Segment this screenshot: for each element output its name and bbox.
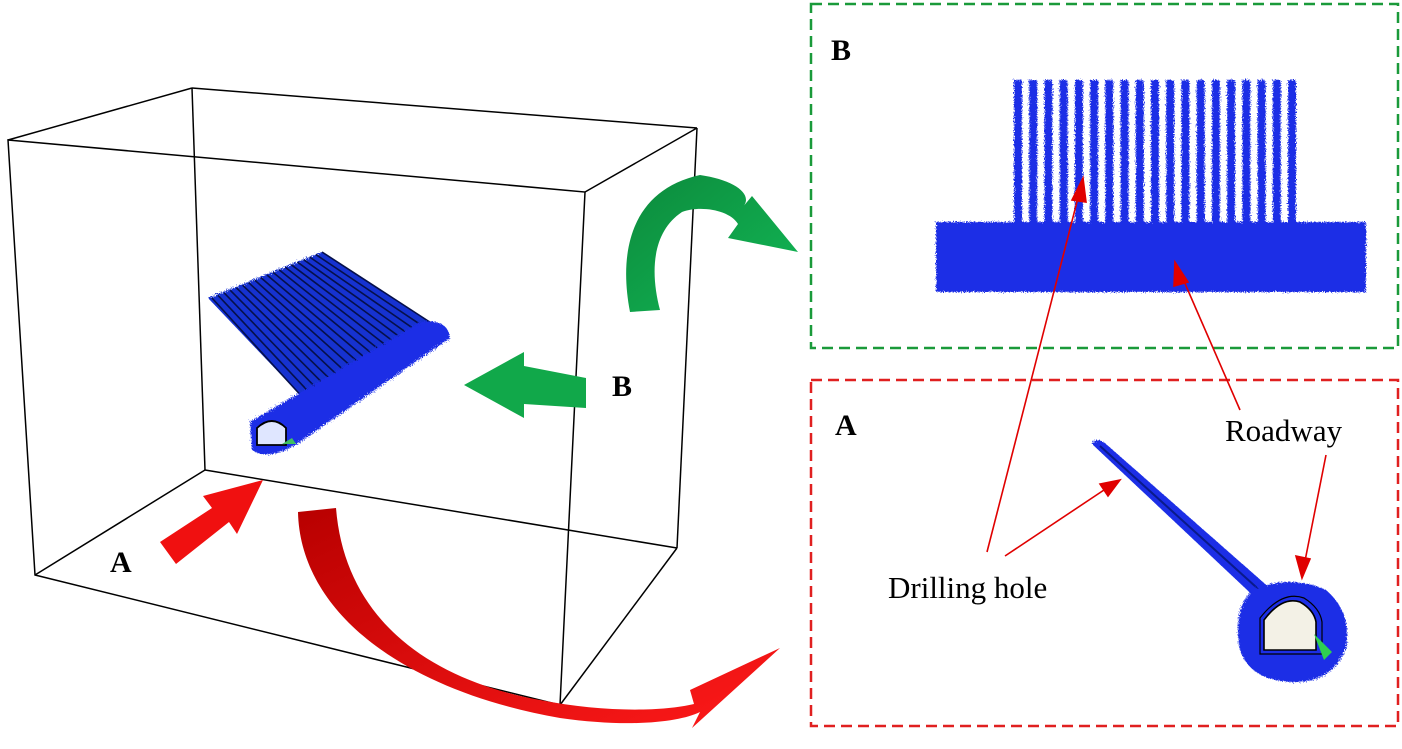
drill-line-3d: [235, 287, 336, 385]
leader-arrowhead: [1294, 554, 1312, 581]
curved-arrow-to-panel-a: [298, 508, 780, 728]
stress-spot: [282, 438, 296, 444]
roadway-side-view: [936, 222, 1366, 292]
drill-hole-side: [1166, 80, 1175, 228]
leader-lines: [986, 175, 1327, 581]
leader-drilling-hole-b: [986, 189, 1081, 553]
drill-hole-side: [1120, 80, 1129, 228]
drill-hole-side: [1211, 80, 1220, 228]
drill-line-3d: [278, 269, 390, 358]
box-edge: [204, 469, 678, 549]
roadway-label: Roadway: [1225, 413, 1343, 448]
drill-line-3d: [242, 284, 344, 382]
drill-hole-side: [1196, 80, 1205, 228]
drill-hole-side: [1029, 80, 1038, 228]
stress-concentration: [1314, 634, 1332, 660]
drill-hole-side: [1014, 80, 1022, 228]
roadway-3d: [250, 321, 450, 455]
drill-hole-side: [1272, 80, 1281, 228]
drill-line-3d: [290, 264, 405, 351]
drill-line-3d: [321, 251, 443, 331]
drill-holes-side-view: [1014, 80, 1296, 228]
box-edge: [34, 469, 206, 576]
panel-a-frame: [809, 378, 1400, 728]
drill-line-3d: [272, 271, 382, 362]
drill-hole-core: [1099, 445, 1267, 597]
view-direction-a-arrow: [160, 480, 263, 564]
drill-line-3d: [284, 266, 397, 354]
panel-b-frame: [809, 2, 1400, 350]
drill-field-3d: [208, 252, 442, 400]
drill-hole-side: [1044, 80, 1053, 228]
drill-line-3d: [297, 261, 413, 347]
drill-line-3d: [260, 276, 367, 370]
roadway-portal-3d: [256, 420, 287, 446]
drill-hole-side: [1151, 80, 1159, 228]
fracture-zone-3d: [208, 251, 450, 455]
drill-hole-section: [1092, 440, 1272, 604]
drill-line-3d: [309, 256, 428, 339]
drill-line-3d: [315, 253, 435, 335]
drill-hole-side: [1074, 80, 1083, 228]
drill-line-3d: [254, 279, 359, 374]
drill-hole-side: [1181, 80, 1190, 228]
box-edge: [584, 127, 698, 193]
roadway-opening: [1263, 600, 1317, 651]
cross-section-fracture: [1092, 440, 1348, 683]
panel-a-title: A: [835, 409, 857, 442]
drill-hole-side: [1288, 80, 1296, 228]
view-direction-b-arrow: [464, 352, 586, 418]
side-view-fracture: [936, 80, 1366, 292]
panel-b-title: B: [831, 34, 851, 67]
drill-hole-side: [1090, 80, 1099, 228]
leader-arrowhead: [1173, 259, 1190, 288]
box-edge: [191, 87, 698, 129]
roadway-lining: [1259, 595, 1323, 655]
drill-line-3d: [229, 289, 329, 389]
box-edge: [559, 547, 678, 706]
drill-line-3d: [303, 259, 420, 343]
leader-drilling-hole-a: [1004, 485, 1111, 557]
leader-arrowhead: [1070, 175, 1087, 203]
curved-arrow-to-panel-b: [626, 175, 798, 312]
drill-hole-side: [1105, 80, 1114, 228]
drill-hole-side: [1135, 80, 1144, 228]
drill-line-3d: [266, 274, 375, 366]
drill-hole-side: [1059, 80, 1068, 228]
drill-line-3d: [217, 294, 314, 397]
drill-line-3d: [211, 297, 306, 401]
drill-line-3d: [223, 292, 321, 393]
leader-roadway-b: [1179, 271, 1241, 411]
drill-line-3d: [248, 282, 352, 378]
drill-hole-side: [1257, 80, 1266, 228]
drill-hole-side: [1227, 80, 1236, 228]
drill-hole-side: [1242, 80, 1251, 228]
box-edge: [191, 87, 206, 471]
box-edge: [7, 87, 193, 141]
leader-arrowhead: [1098, 478, 1122, 498]
leader-roadway-a: [1303, 454, 1327, 567]
view-b-marker: B: [612, 370, 632, 403]
drill-lines-3d: [211, 251, 443, 401]
drilling-hole-label: Drilling hole: [888, 570, 1047, 605]
view-a-marker: A: [110, 546, 132, 579]
